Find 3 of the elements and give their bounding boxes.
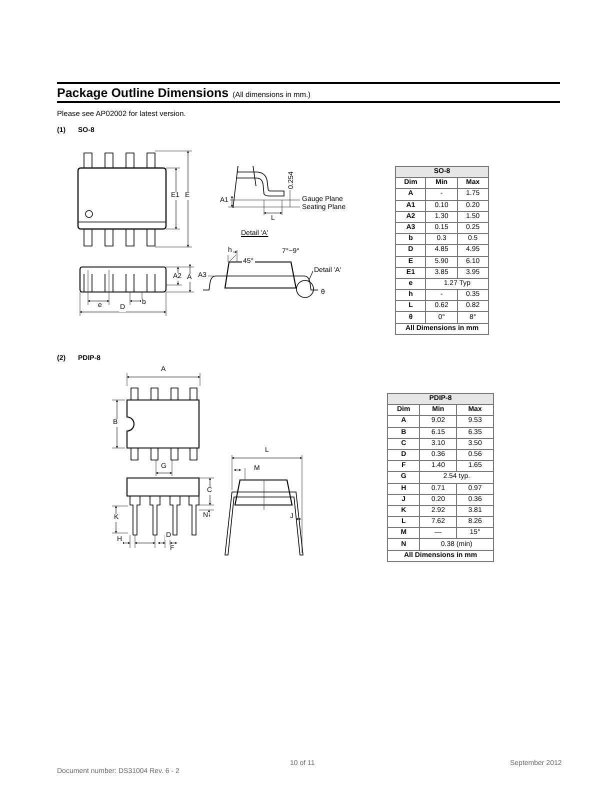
detail-circle xyxy=(296,280,314,298)
section-heading: Package Outline Dimensions xyxy=(57,86,229,100)
leader-line xyxy=(308,270,314,282)
